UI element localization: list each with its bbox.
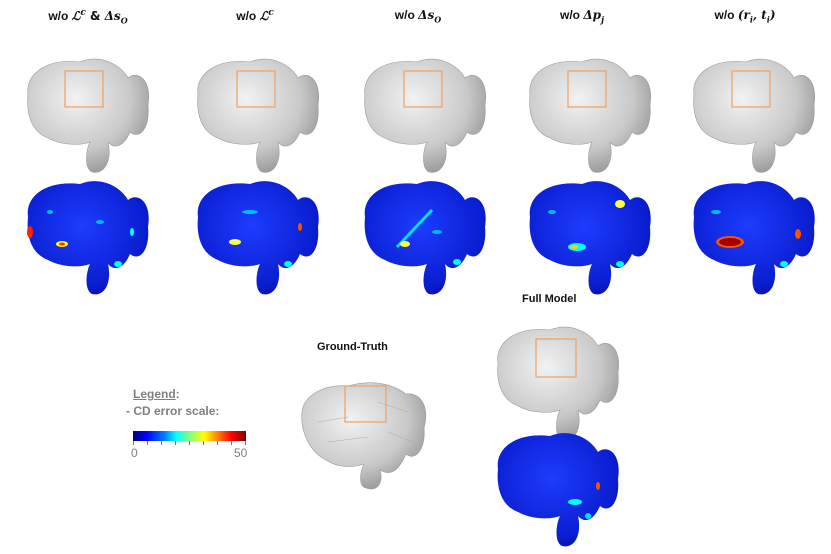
error-map-col-5 [693, 181, 815, 295]
legend-subtitle: - CD error scale: [126, 404, 220, 418]
column-title-2: w/o ℒc [236, 8, 274, 23]
gray-mesh-col-3 [364, 58, 487, 173]
full-model-label: Full Model [522, 293, 577, 305]
error-map-col-1 [27, 181, 149, 295]
highlight-box [567, 70, 607, 108]
legend-title: Legend: [133, 387, 180, 401]
highlight-box [535, 338, 577, 378]
ground-truth-label: Ground-Truth [317, 341, 388, 353]
column-title-5: w/o (ri, ti) [714, 8, 776, 25]
highlight-box [731, 70, 771, 108]
ground-truth-mesh [301, 382, 426, 490]
colorbar-max-label: 50 [234, 446, 248, 460]
colorbar-min-label: 0 [131, 446, 138, 460]
colorbar [133, 431, 246, 441]
gray-mesh-col-2 [197, 58, 320, 173]
full-model-error-map [497, 433, 619, 547]
error-map-col-4 [529, 181, 651, 295]
colorbar-ticks [133, 441, 246, 445]
error-map-col-3 [364, 181, 486, 295]
gray-mesh-col-1 [27, 58, 150, 173]
highlight-box [64, 70, 104, 108]
error-map-col-2 [197, 181, 319, 295]
highlight-box [344, 385, 387, 423]
column-title-4: w/o Δpj [560, 8, 604, 25]
highlight-box [236, 70, 276, 108]
full-model-gray-mesh [497, 326, 620, 441]
gray-mesh-col-5 [693, 58, 816, 173]
highlight-box [403, 70, 443, 108]
gray-mesh-col-4 [529, 58, 652, 173]
column-title-1: w/o ℒc & ΔsO [48, 8, 128, 26]
column-title-3: w/o ΔsO [394, 8, 442, 25]
